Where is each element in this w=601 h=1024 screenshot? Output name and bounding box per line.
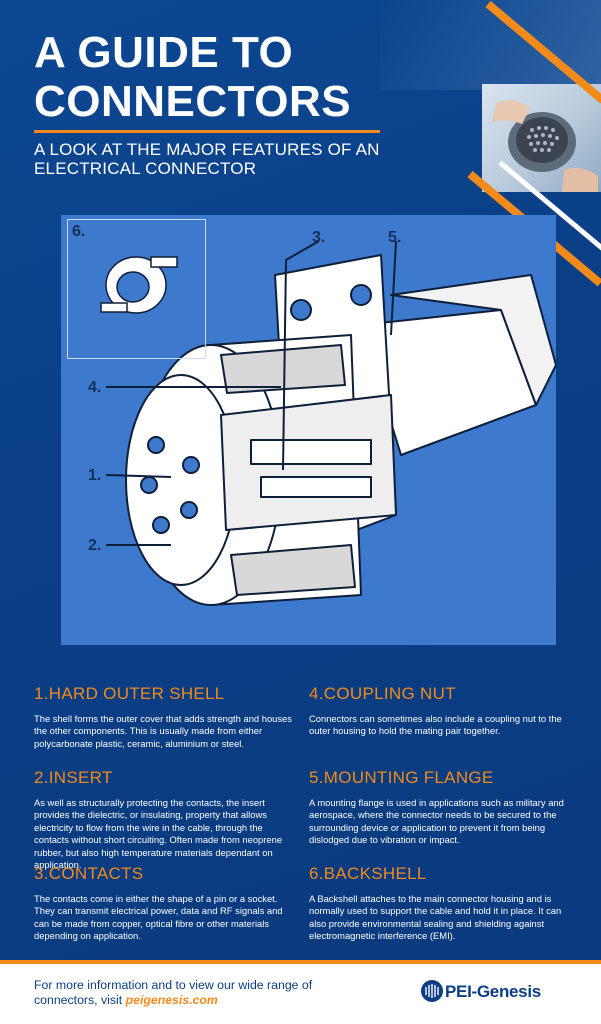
header-decoration	[380, 0, 601, 90]
feature-description: As well as structurally protecting the c…	[34, 797, 283, 871]
callout-label: 1.	[88, 467, 102, 484]
feature-description: The shell forms the outer cover that add…	[34, 713, 292, 749]
footer-accent-line	[0, 960, 601, 964]
feature-heading: 1.HARD OUTER SHELL	[34, 684, 225, 703]
feature-heading: 3.CONTACTS	[34, 864, 144, 883]
feature-description: A Backshell attaches to the main connect…	[309, 893, 562, 942]
title-underline	[34, 130, 380, 133]
feature-coupling-nut: 4.COUPLING NUT Connectors can sometimes …	[309, 684, 571, 738]
backshell-inset-frame	[67, 219, 206, 359]
connector-cutaway-illustration	[100, 240, 557, 606]
callout-label: 4.	[88, 379, 102, 396]
feature-heading: 5.MOUNTING FLANGE	[309, 768, 494, 787]
feature-heading: 6.BACKSHELL	[309, 864, 427, 883]
footer: For more information and to view our wid…	[0, 960, 601, 1024]
feature-hard-outer-shell: 1.HARD OUTER SHELL The shell forms the o…	[34, 684, 296, 750]
footer-text: For more information and to view our wid…	[34, 978, 364, 1008]
globe-logo-icon	[421, 980, 443, 1002]
feature-backshell: 6.BACKSHELL A Backshell attaches to the …	[309, 864, 571, 943]
feature-mounting-flange: 5.MOUNTING FLANGE A mounting flange is u…	[309, 768, 571, 847]
footer-message: For more information and to view our wid…	[34, 978, 313, 1007]
logo-wordmark: PEI-Genesis	[445, 982, 541, 1001]
page-title: A GUIDE TO CONNECTORS	[34, 28, 352, 126]
feature-description: The contacts come in either the shape of…	[34, 893, 283, 942]
callout-label: 3.	[312, 229, 326, 246]
pei-genesis-logo: PEI-Genesis	[420, 976, 580, 1006]
callout-label: 6.	[72, 223, 86, 240]
website-link[interactable]: peigenesis.com	[125, 993, 218, 1007]
feature-description: Connectors can sometimes also include a …	[309, 713, 562, 737]
feature-heading: 4.COUPLING NUT	[309, 684, 456, 703]
callout-label: 2.	[88, 537, 102, 554]
feature-contacts: 3.CONTACTS The contacts come in either t…	[34, 864, 296, 943]
page-subtitle: A LOOK AT THE MAJOR FEATURES OF AN ELECT…	[34, 140, 380, 178]
feature-description: A mounting flange is used in application…	[309, 797, 564, 846]
callout-label: 5.	[388, 229, 402, 246]
feature-insert: 2.INSERT As well as structurally protect…	[34, 768, 296, 871]
connector-diagram	[61, 215, 557, 645]
hand-holding-connector-photo	[482, 84, 601, 192]
feature-heading: 2.INSERT	[34, 768, 113, 787]
